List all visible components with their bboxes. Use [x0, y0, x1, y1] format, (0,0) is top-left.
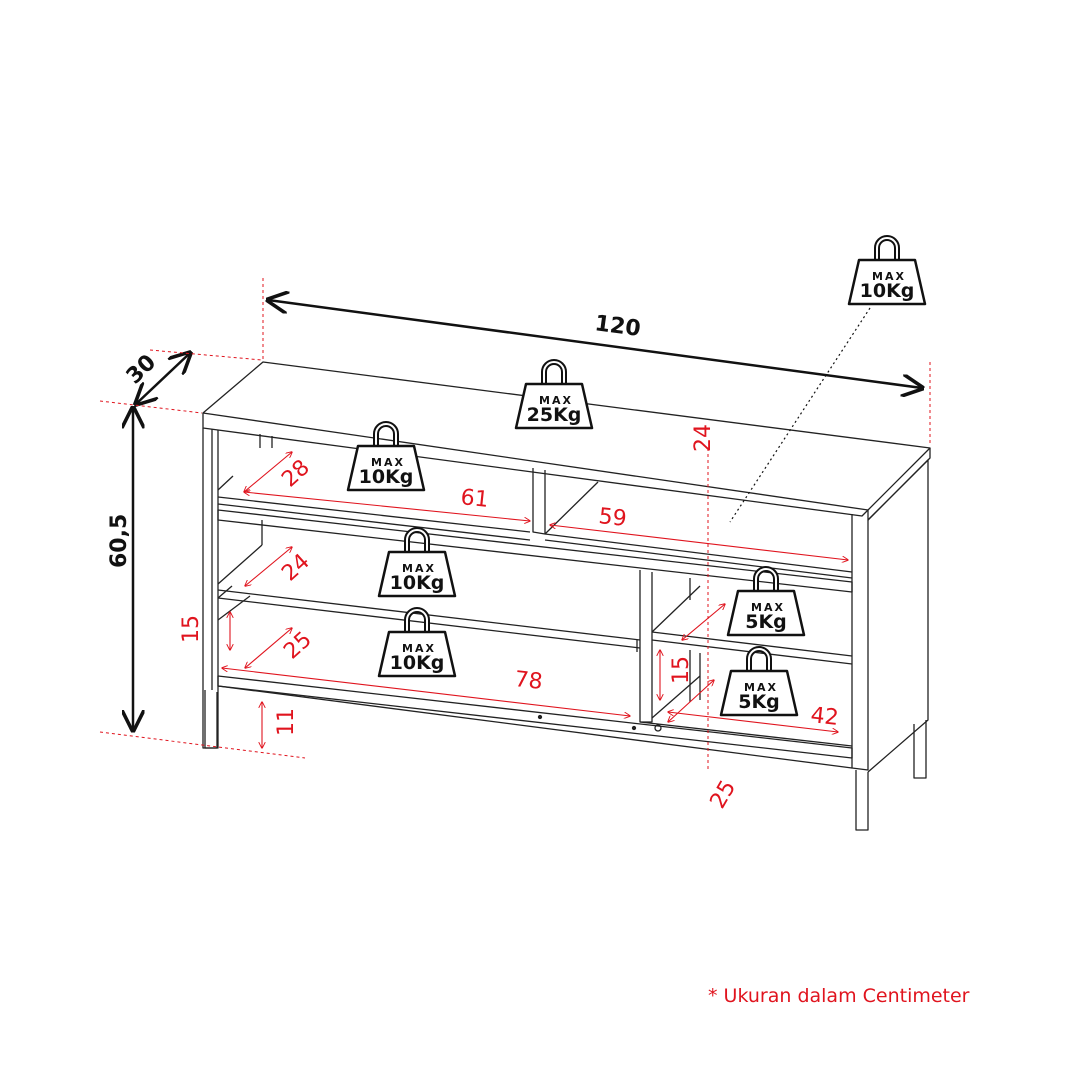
right-bottom-width-label: 42: [809, 703, 839, 731]
dim-line-top-left-width: [244, 492, 530, 521]
svg-text:10Kg: 10Kg: [390, 572, 445, 594]
dim-line-right-mid-depth: [682, 604, 725, 640]
right-bottom-depth-label: 25: [706, 776, 742, 813]
tv-cabinet-drawing: [202, 361, 931, 831]
svg-text:5Kg: 5Kg: [745, 611, 787, 633]
svg-text:MAX: MAX: [402, 642, 436, 655]
weight-icon-top-left-shelf: MAX 10Kg: [348, 424, 424, 490]
dim-line-bottom-left-depth: [245, 628, 292, 668]
dim-line-bottom-left-width: [222, 668, 630, 716]
units-note: * Ukuran dalam Centimeter: [708, 985, 970, 1007]
svg-text:MAX: MAX: [751, 601, 785, 614]
svg-text:MAX: MAX: [539, 394, 573, 407]
width-label: 120: [593, 311, 642, 342]
svg-text:MAX: MAX: [872, 270, 906, 283]
left-side-height-label: 15: [179, 615, 204, 643]
svg-text:MAX: MAX: [744, 681, 778, 694]
width-arrow: [268, 300, 922, 388]
dim-line-top-right-width: [550, 525, 848, 560]
bottom-left-width-label: 78: [513, 667, 543, 695]
right-inner-height-label: 24: [691, 424, 716, 452]
height-label: 60,5: [107, 514, 132, 568]
weight-icon-bottom-left-shelf: MAX 10Kg: [379, 610, 455, 676]
dim-line-mid-left-depth: [245, 547, 292, 586]
weight-icon-right-middle-shelf: MAX 5Kg: [728, 569, 804, 635]
leg-height-label: 11: [274, 708, 299, 736]
svg-text:MAX: MAX: [371, 456, 405, 469]
top-left-depth-label: 28: [277, 455, 315, 492]
dim-line-top-left-depth: [244, 452, 292, 492]
red-measurement-lines: [222, 452, 848, 748]
svg-text:5Kg: 5Kg: [738, 691, 780, 713]
bottom-panel: [217, 675, 853, 759]
svg-text:10Kg: 10Kg: [390, 652, 445, 674]
right-compartment-height-label: 15: [669, 656, 694, 684]
weight-icon-middle-left-shelf: MAX 10Kg: [379, 530, 455, 596]
right-front-leg: [855, 770, 869, 831]
top-left-width-label: 61: [459, 485, 489, 513]
reference-dashed-lines: [99, 278, 931, 770]
depth-label: 30: [122, 350, 161, 389]
right-back-leg: [913, 720, 927, 779]
svg-text:MAX: MAX: [402, 562, 436, 575]
weight-icon-top-floating: MAX 10Kg: [849, 238, 925, 304]
right-compartment-divider: [639, 570, 653, 723]
left-leg: [204, 690, 218, 749]
svg-text:10Kg: 10Kg: [359, 466, 414, 488]
right-side-panel: [851, 514, 869, 771]
weight-icon-right-bottom-shelf: MAX 5Kg: [721, 649, 797, 715]
main-dimension-lines: [133, 300, 922, 730]
svg-text:25Kg: 25Kg: [527, 404, 582, 426]
depth-arrow: [136, 353, 190, 404]
bottom-left-depth-label: 25: [279, 627, 317, 664]
svg-text:10Kg: 10Kg: [860, 280, 915, 302]
top-right-width-label: 59: [597, 504, 627, 532]
weight-icon-top-board: MAX 25Kg: [516, 362, 592, 428]
top-shelf-divider: [532, 468, 546, 535]
dim-line-right-bottom-depth: [668, 680, 714, 722]
